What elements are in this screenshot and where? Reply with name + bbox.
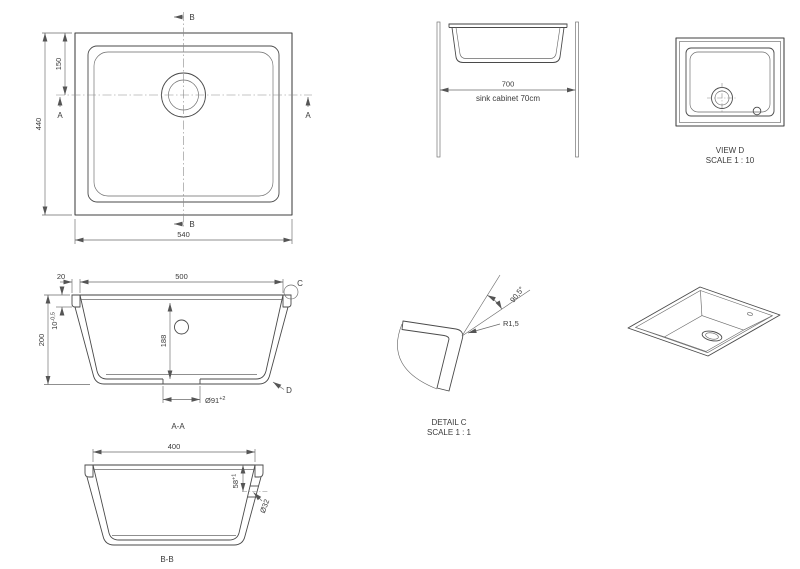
dim-400: 400 (168, 442, 181, 451)
iso-rim-outer (627, 286, 781, 357)
isometric-view (627, 286, 781, 357)
dim-20: 20 (57, 272, 65, 281)
section-bb-title: B-B (160, 555, 173, 564)
dim-radius: R1,5 (503, 319, 519, 328)
viewd-bowl-bottom (689, 51, 771, 113)
dim-10: 10-0,5 (50, 312, 59, 330)
section-aa: 20 500 C 10-0,5 200 188 Ø91+2 D A-A (37, 272, 303, 431)
iso-wall-edge-right (743, 315, 773, 331)
section-b-label-top: B (189, 13, 194, 22)
detail-boundary-arc (397, 323, 438, 390)
bowl-outer-profile (451, 27, 565, 63)
section-b-label-bottom: B (189, 220, 194, 229)
cabinet-caption: sink cabinet 70cm (476, 94, 540, 103)
bowl-outer-section (74, 306, 289, 385)
view-d-leader (272, 381, 285, 390)
right-lip-section-hatch (282, 294, 292, 308)
dim-200: 200 (37, 334, 46, 347)
section-bb: 400 58+1 Ø32 B-B (84, 442, 271, 564)
iso-drain-outer (701, 330, 723, 342)
left-lip-section-hatch (71, 294, 81, 308)
viewd-outer-outline (675, 37, 785, 127)
section-a-label-left: A (57, 111, 63, 120)
bowl-inner-section (92, 464, 256, 541)
view-d: VIEW D SCALE 1 : 10 (675, 37, 785, 165)
left-lip-section-hatch (84, 464, 94, 478)
dim-d32: Ø32 (258, 498, 271, 514)
viewd-title: VIEW D (716, 146, 745, 155)
dim-188: 188 (159, 335, 168, 348)
detail-c: 90,5° R1,5 DETAIL C SCALE 1 : 1 (397, 274, 531, 437)
angle-extension-line-1 (461, 289, 531, 337)
cabinet-left-panel (436, 21, 441, 158)
iso-wall-edge-back (700, 290, 703, 316)
cabinet-right-panel (575, 21, 579, 158)
plan-view: B B A A 440 150 540 (34, 12, 312, 244)
iso-drain-inner (705, 332, 719, 340)
cabinet-view: 700 sink cabinet 70cm (436, 21, 579, 158)
bowl-inner-section (79, 294, 284, 380)
radius-leader (467, 323, 501, 334)
dim-700: 700 (502, 80, 515, 89)
view-d-label: D (286, 386, 292, 395)
viewd-corner-hole (752, 106, 762, 116)
detail-c-title: DETAIL C (431, 418, 466, 427)
overflow-dia-leader (253, 492, 263, 502)
dim-58: 58+1 (231, 474, 240, 489)
iso-rim-inner (634, 290, 774, 353)
iso-wall-edge-left (635, 327, 665, 338)
detail-c-circle (283, 284, 299, 300)
dim-500: 500 (175, 272, 188, 281)
dim-d91: Ø91+2 (205, 396, 225, 405)
iso-bowl-bottom (663, 315, 745, 352)
dim-440: 440 (34, 118, 43, 131)
angle-extension-line-2 (461, 274, 501, 337)
right-lip-section-hatch (254, 464, 264, 478)
detail-c-label: C (297, 279, 303, 288)
viewd-bowl-opening (685, 47, 775, 117)
section-a-label-right: A (305, 111, 311, 120)
detail-c-scale: SCALE 1 : 1 (427, 428, 472, 437)
viewd-scale: SCALE 1 : 10 (706, 156, 755, 165)
detail-wall-section-hatch (401, 320, 464, 392)
dim-150: 150 (54, 58, 63, 71)
dim-540: 540 (177, 230, 190, 239)
bowl-outer-section (86, 476, 262, 546)
section-aa-title: A-A (171, 422, 185, 431)
overflow-hole-circle (174, 319, 189, 335)
viewd-rim-outline (679, 41, 781, 123)
angle-dimension-arc (487, 295, 503, 310)
iso-overflow-hole (747, 312, 753, 316)
bowl-inner-profile (455, 27, 561, 59)
